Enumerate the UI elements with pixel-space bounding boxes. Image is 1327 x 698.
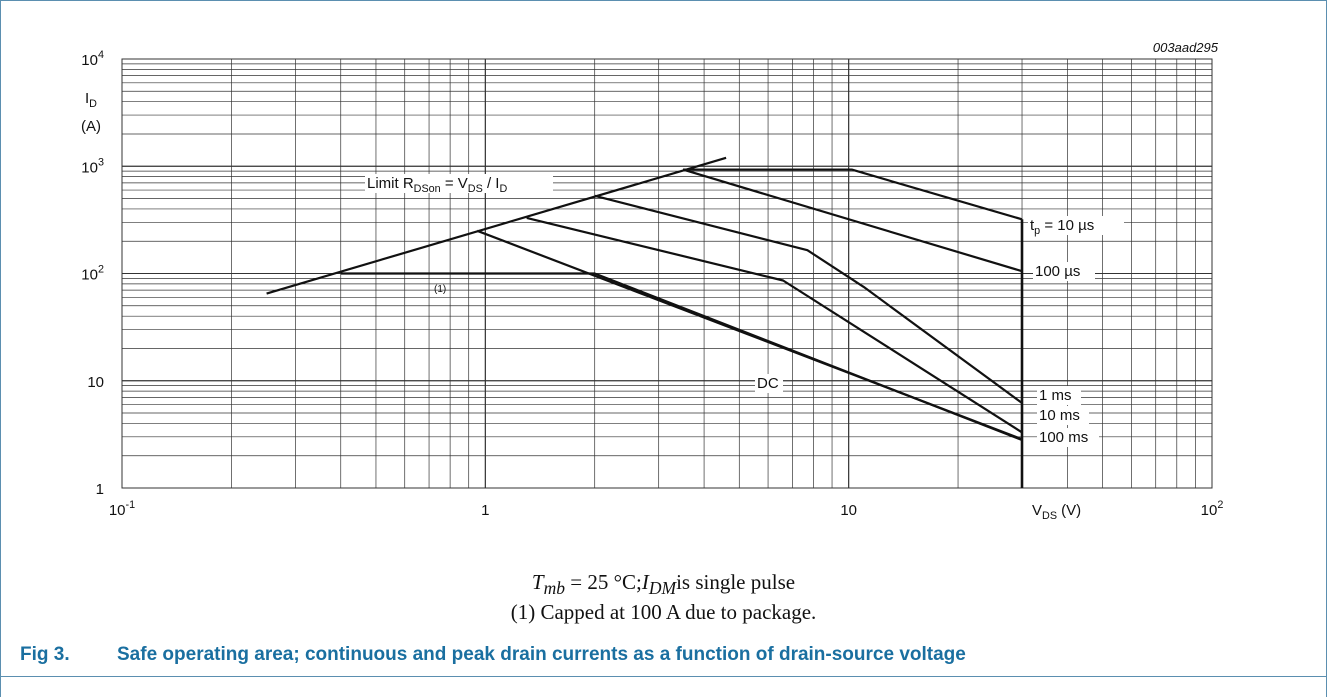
- x-tick-label: 102: [1201, 499, 1224, 519]
- plot-border: [121, 58, 1213, 489]
- x-tick-label: 1: [481, 502, 489, 519]
- series-tp10us: [683, 168, 1023, 221]
- tp-10us-label: tp = 10 µs: [1030, 217, 1094, 237]
- series-limit: [266, 156, 727, 295]
- cap-note-marker: (1): [434, 284, 446, 295]
- figure-caption: Fig 3. Safe operating area; continuous an…: [20, 644, 966, 666]
- label-100ms: 100 ms: [1039, 429, 1088, 446]
- series-dc: [340, 272, 1023, 442]
- bottom-rule: [0, 676, 1327, 677]
- idm-symbol: I: [641, 570, 649, 594]
- x-tick-label: 10-1: [109, 499, 135, 519]
- series-tp100us: [682, 168, 1023, 273]
- figure-title: Safe operating area; continuous and peak…: [117, 644, 966, 665]
- y-axis-label: ID: [85, 90, 97, 110]
- x-tick-label: 10: [840, 502, 857, 519]
- label-100ms-bg: [1037, 428, 1099, 447]
- label-100us: 100 µs: [1035, 263, 1080, 280]
- single-pulse-text: is single pulse: [676, 570, 796, 594]
- idm-subscript: DM: [648, 578, 677, 599]
- tmb-symbol: T: [531, 570, 544, 594]
- series-tp1ms: [594, 194, 1023, 404]
- label-100us-bg: [1033, 262, 1095, 281]
- y-tick-label: 1: [96, 481, 104, 498]
- label-10ms-bg: [1037, 406, 1089, 425]
- limit-rdson-label-bg: [365, 174, 553, 193]
- y-tick-label: 103: [81, 156, 104, 176]
- y-axis-unit: (A): [81, 118, 101, 135]
- y-tick-label: 102: [81, 264, 104, 284]
- cap-note: (1) Capped at 100 A due to package.: [510, 600, 817, 624]
- label-10ms: 10 ms: [1039, 407, 1080, 424]
- series-tp10ms: [526, 216, 1023, 434]
- condition-note: Tmb = 25 °C;IDMis single pulse: [0, 570, 1327, 599]
- tmb-subscript: mb: [543, 578, 565, 599]
- label-1ms: 1 ms: [1039, 387, 1072, 404]
- tmb-value: = 25 °C;: [565, 570, 642, 594]
- x-axis-label: VDS (V): [1032, 502, 1081, 522]
- label-dc: DC: [757, 375, 779, 392]
- label-dc-bg: [755, 374, 783, 393]
- tp-10us-label-bg: [1028, 216, 1124, 235]
- figure-id: 003aad295: [1153, 40, 1219, 55]
- figure-number: Fig 3.: [20, 644, 70, 665]
- y-tick-label: 10: [87, 374, 104, 391]
- label-1ms-bg: [1037, 386, 1081, 405]
- y-tick-label: 104: [81, 49, 104, 69]
- limit-rdson-label: Limit RDSon = VDS / ID: [367, 175, 507, 195]
